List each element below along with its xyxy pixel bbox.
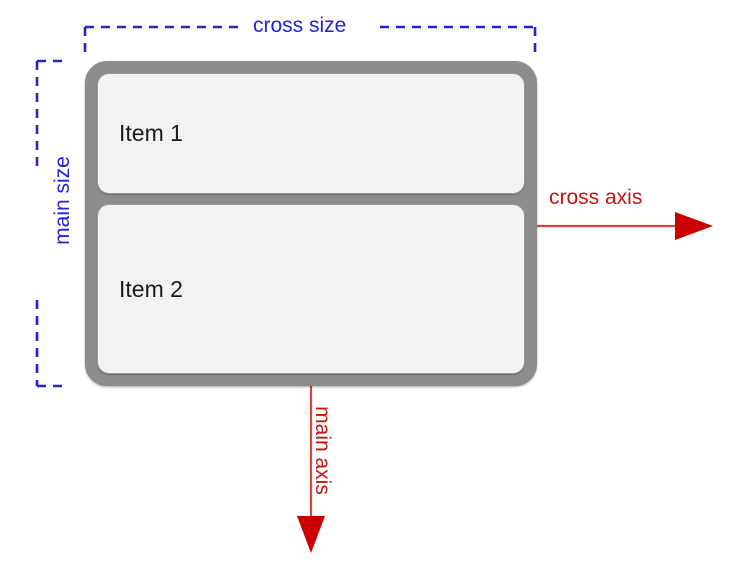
- main-size-bracket: [35, 59, 69, 388]
- main-size-label: main size: [50, 156, 74, 245]
- cross-size-label: cross size: [253, 14, 347, 37]
- main-axis-label: main axis: [310, 406, 334, 495]
- flex-item-2: Item 2: [97, 204, 525, 374]
- flex-item-1-label: Item 1: [119, 120, 183, 146]
- cross-axis-label: cross axis: [549, 186, 643, 209]
- main-axis-arrowhead: [297, 516, 325, 553]
- cross-axis-arrowhead: [675, 212, 713, 240]
- flex-container: Item 1 Item 2: [85, 61, 537, 386]
- flex-item-2-label: Item 2: [119, 275, 183, 302]
- cross-size-bracket: [83, 25, 537, 53]
- flex-item-1: Item 1: [97, 73, 525, 194]
